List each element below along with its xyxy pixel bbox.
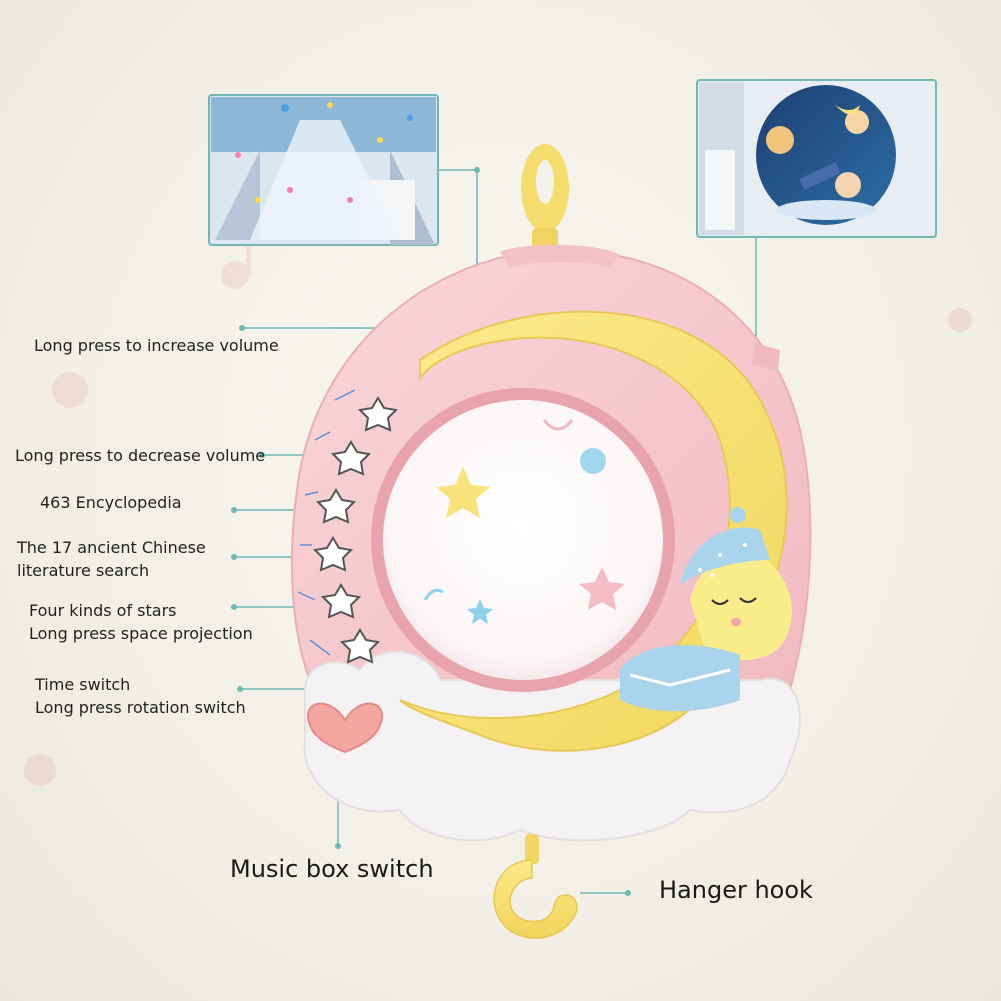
star-buttons (312, 396, 399, 664)
star-button-icon (330, 440, 372, 476)
sleeping-star-icon (620, 507, 792, 712)
literature-line-2: literature search (17, 561, 150, 580)
stars-line-2: Long press space projection (29, 624, 253, 643)
time-line-2: Long press rotation switch (35, 698, 246, 717)
heart-button-icon (307, 702, 383, 754)
volume-down-label: Long press to decrease volume (15, 446, 266, 465)
stars-label: Four kinds of stars Long press space pro… (29, 599, 253, 645)
time-switch-label: Time switch Long press rotation switch (35, 673, 246, 719)
projection-photo-left (208, 94, 439, 246)
literature-search-label: The 17 ancient Chinese literature search (17, 536, 206, 582)
moon-icon (399, 310, 788, 752)
button-print-marks (297, 389, 356, 656)
star-button-icon (320, 583, 362, 619)
star-button-icon (312, 536, 354, 572)
time-line-1: Time switch (35, 675, 131, 694)
volume-up-label: Long press to increase volume (34, 336, 279, 355)
hanger-hook-icon (493, 834, 578, 939)
star-button-icon (339, 628, 381, 664)
encyclopedia-label: 463 Encyclopedia (40, 493, 182, 512)
projection-photo-right (696, 79, 937, 238)
projector-dome (371, 388, 675, 692)
hanger-loop-icon (521, 144, 569, 252)
star-button-icon (315, 488, 357, 524)
stars-line-1: Four kinds of stars (29, 601, 177, 620)
background-notes (24, 210, 972, 786)
music-box-switch-label: Music box switch (230, 855, 434, 883)
literature-line-1: The 17 ancient Chinese (17, 538, 206, 557)
star-button-icon (357, 396, 399, 432)
hanger-hook-label: Hanger hook (659, 876, 813, 904)
